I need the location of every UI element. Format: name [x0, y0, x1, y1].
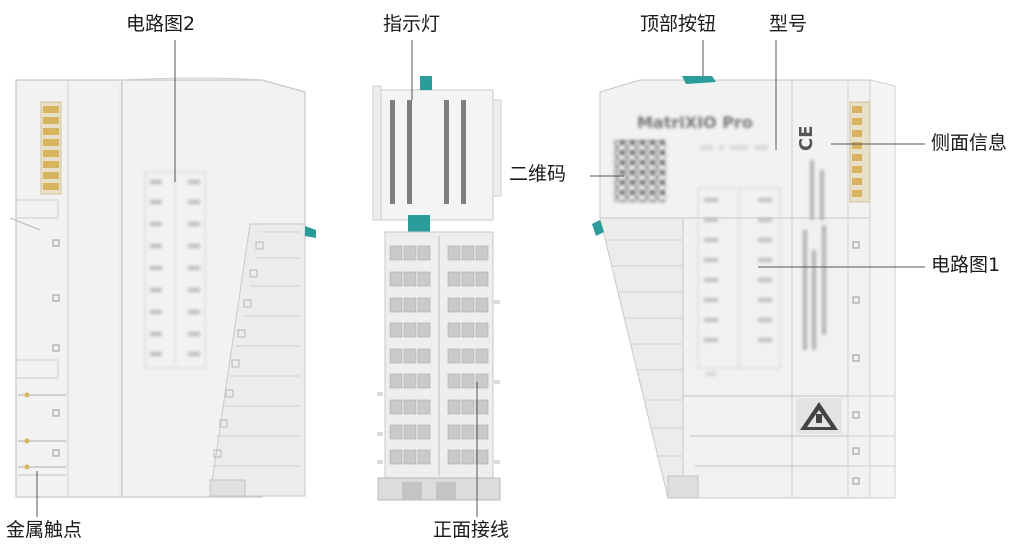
right-module-side-view: MatriXIO Pro AIO · 0 · 0000 · 000 CE	[592, 76, 896, 499]
indicator-led-bars	[390, 100, 466, 204]
label-side-info: 侧面信息	[931, 132, 1008, 154]
metal-contact-pins	[18, 392, 66, 476]
label-circuit-diagram-1: 电路图1	[931, 254, 1001, 276]
gold-contact-strip	[40, 101, 62, 195]
label-top-button: 顶部按钮	[640, 13, 717, 35]
front-wiring-terminals	[389, 236, 489, 476]
label-metal-contacts: 金属触点	[6, 519, 83, 541]
left-module-terminal-block	[209, 223, 316, 497]
svg-text:AIO: AIO	[706, 371, 717, 378]
qr-code-icon	[614, 140, 666, 202]
label-qr-code: 二维码	[509, 163, 567, 185]
svg-text:AIO · 0 · 0000 · 000: AIO · 0 · 0000 · 000	[700, 144, 768, 152]
label-indicator-light: 指示灯	[383, 13, 441, 35]
circuit-diagram-1-blurred: AIO	[697, 187, 781, 378]
right-module-terminal-block	[592, 217, 699, 499]
left-module-side-view	[9, 77, 316, 498]
leader-lines	[36, 40, 925, 517]
label-front-wiring: 正面接线	[433, 519, 510, 541]
label-circuit-diagram-2: 电路图2	[126, 13, 196, 35]
right-gold-contact-strip	[849, 101, 871, 203]
circuit-diagram-2-blurred	[144, 171, 206, 369]
side-info-text-blurred	[803, 160, 826, 350]
esd-warning-icon	[796, 398, 842, 434]
ce-mark-icon: CE	[796, 125, 817, 151]
middle-module-front-view	[372, 76, 502, 501]
brand-text: MatriXIO Pro	[637, 113, 753, 132]
label-model-number: 型号	[769, 13, 808, 35]
